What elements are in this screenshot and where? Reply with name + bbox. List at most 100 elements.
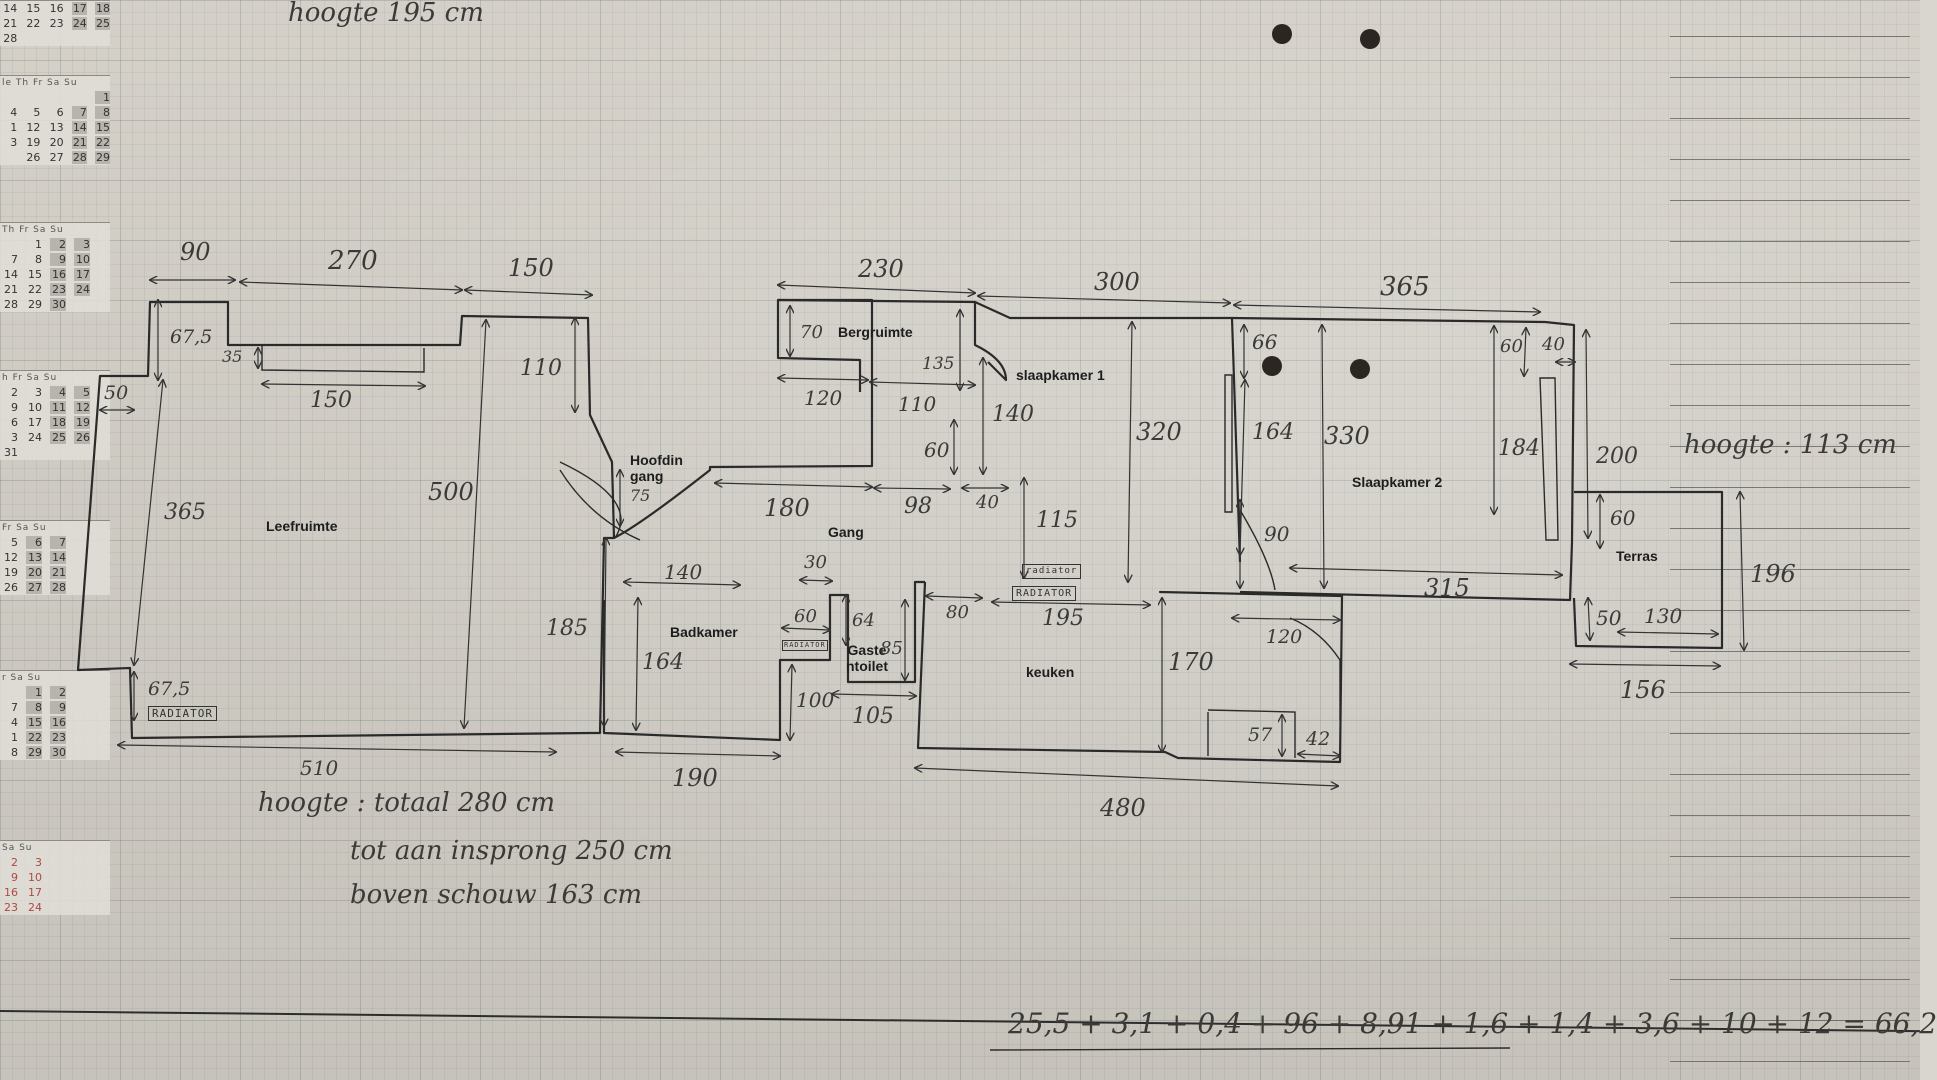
calendar-day: 8 — [35, 253, 42, 266]
dim-label: 195 — [1042, 606, 1084, 631]
calendar-day: 19 — [26, 136, 41, 149]
calendar-day: 22 — [94, 136, 111, 149]
calendar-day: 28 — [71, 151, 87, 164]
calendar-day: 24 — [28, 901, 42, 914]
calendar-day: 15 — [94, 121, 111, 134]
calendar-day: 14 — [3, 2, 18, 15]
ruled-line — [1670, 938, 1910, 939]
calendar-day: 26 — [4, 581, 18, 594]
dim-label: 315 — [1424, 574, 1470, 602]
kitchen-counter — [1207, 709, 1296, 758]
calendar-day: 29 — [94, 151, 111, 164]
dim-label: 40 — [976, 492, 999, 513]
room-leefruimte: Leefruimte — [266, 518, 338, 534]
room-slaapkamer1: slaapkamer 1 — [1016, 367, 1105, 383]
calendar-day: 4 — [11, 716, 18, 729]
dim-label: 98 — [904, 494, 932, 519]
calendar-weekday-header: Fr Sa Su — [2, 523, 47, 533]
ruled-line — [1670, 200, 1910, 201]
door-swing-main — [559, 461, 622, 539]
calendar-day: 20 — [49, 136, 64, 149]
calendar-day: 8 — [94, 106, 111, 119]
calendar-day: 6 — [11, 416, 18, 429]
wall-terras — [1572, 490, 1724, 650]
ruled-line — [1670, 856, 1910, 857]
calendar-day: 5 — [11, 536, 18, 549]
calendar-day: 21 — [4, 283, 18, 296]
dim-label: 100 — [796, 688, 835, 712]
dim-label: 120 — [804, 386, 843, 410]
calendar-day: 12 — [74, 401, 90, 414]
calendar-day: 19 — [4, 566, 18, 579]
calendar-day: 6 — [26, 536, 42, 549]
calendar-day: 3 — [10, 136, 18, 149]
calendar-day: 18 — [50, 416, 66, 429]
dim-label: 150 — [508, 254, 554, 282]
dim-label: 190 — [672, 764, 718, 792]
ruled-line — [1670, 774, 1910, 775]
calendar-day: 2 — [50, 686, 66, 699]
radiator-keuken-top: radiator — [1022, 564, 1082, 579]
calendar-day: 9 — [11, 871, 18, 884]
ruled-line — [1670, 323, 1910, 324]
dim-label: 64 — [852, 610, 875, 631]
calendar-day: 22 — [26, 17, 41, 30]
dim-label: 230 — [858, 255, 904, 283]
room-keuken: keuken — [1026, 664, 1075, 680]
dim-label: 365 — [1380, 272, 1430, 302]
calendar-day: 10 — [28, 871, 42, 884]
calendar-day: 17 — [74, 268, 90, 281]
calendar-day: 1 — [94, 91, 111, 104]
ruled-line — [1670, 36, 1910, 37]
calendar-day: 17 — [28, 886, 42, 899]
dim-label: 90 — [180, 238, 211, 266]
dim-label: 75 — [630, 486, 651, 505]
calendar-day: 10 — [74, 253, 90, 266]
wall-badkamer — [602, 580, 925, 742]
dim-label: 40 — [1542, 334, 1565, 355]
dim-label: 60 — [794, 606, 817, 627]
ruled-line — [1670, 159, 1910, 160]
calendar-day: 22 — [26, 731, 42, 744]
calendar-day: 11 — [50, 401, 66, 414]
dim-label: 67,5 — [148, 678, 191, 700]
dim-label: 500 — [428, 478, 474, 506]
dim-label: 170 — [1168, 648, 1214, 676]
calendar-day: 20 — [26, 566, 42, 579]
room-badkamer: Badkamer — [670, 624, 738, 640]
punch-hole — [1360, 29, 1380, 49]
calendar-week-row: 9 10 — [0, 870, 110, 885]
dim-label: 35 — [222, 347, 243, 366]
calendar-day: 1 — [10, 121, 18, 134]
wall-leefruimte — [76, 300, 616, 740]
dim-label: 200 — [1596, 444, 1638, 469]
dim-label: 110 — [898, 392, 937, 416]
calendar-day: 1 — [26, 686, 42, 699]
calendar-day: 7 — [50, 536, 66, 549]
calendar-day: 21 — [71, 136, 87, 149]
calendar-weekday-header: le Th Fr Sa Su — [2, 78, 78, 88]
calendar-day: 7 — [71, 106, 87, 119]
dim-label: 50 — [1596, 606, 1622, 630]
ruled-line — [1670, 487, 1910, 488]
dim-label: 42 — [1306, 728, 1331, 750]
ruled-line — [1670, 364, 1910, 365]
calendar-day: 2 — [11, 856, 18, 869]
calendar-day: 7 — [11, 253, 18, 266]
calendar-day: 16 — [50, 268, 66, 281]
dim-label: 66 — [1252, 330, 1278, 354]
ruled-line — [1670, 77, 1910, 78]
note-total-height: hoogte : totaal 280 cm — [258, 788, 556, 818]
calendar-day: 26 — [26, 151, 41, 164]
wall-keuken — [916, 581, 1344, 764]
